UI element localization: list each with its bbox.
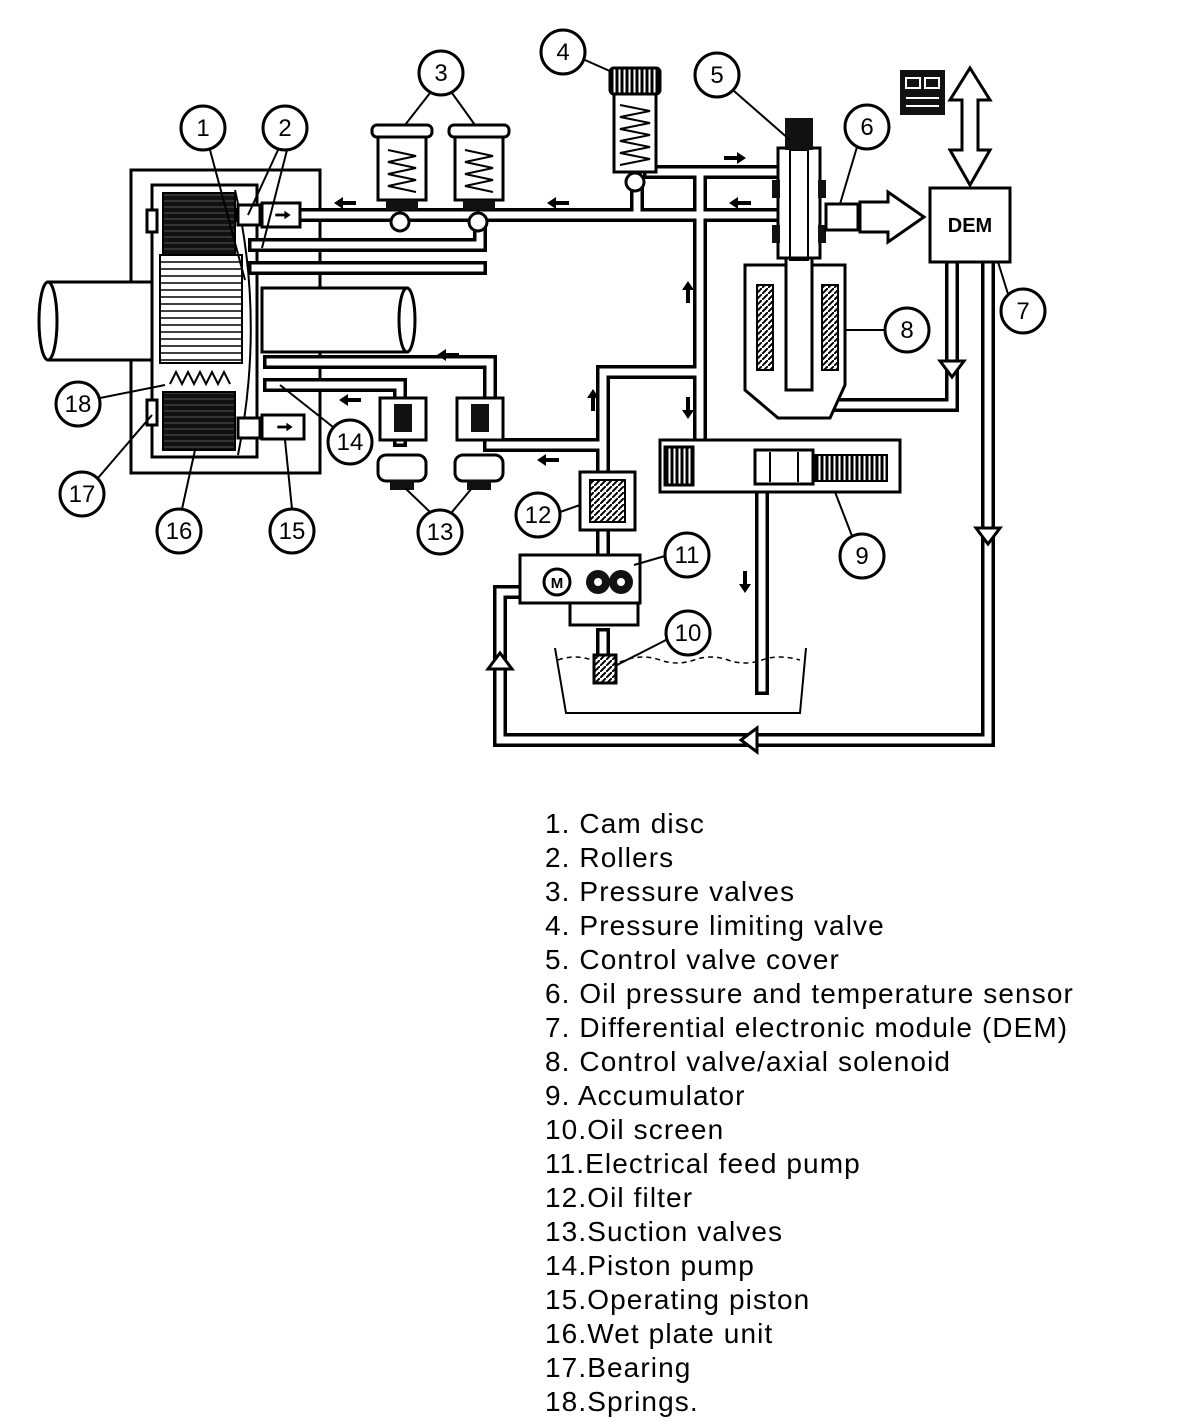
svg-text:18: 18	[65, 391, 92, 418]
oil-screen	[592, 653, 618, 685]
legend-item: 12.Oil filter	[545, 1182, 694, 1213]
callout-16: 16	[155, 507, 203, 555]
callout-13: 13	[416, 508, 464, 556]
callout-17: 17	[58, 470, 106, 518]
callout-5: 5	[693, 51, 741, 99]
legend-item: 16.Wet plate unit	[545, 1318, 774, 1349]
svg-text:12: 12	[525, 502, 552, 529]
legend-item: 8. Control valve/axial solenoid	[545, 1046, 952, 1077]
callout-2: 2	[261, 104, 309, 152]
input-shaft	[37, 280, 154, 362]
svg-text:16: 16	[166, 518, 193, 545]
svg-text:9: 9	[855, 543, 868, 570]
flow-arrow	[682, 397, 694, 419]
callout-15: 15	[268, 507, 316, 555]
pressure-valve-1	[370, 123, 434, 233]
legend: 1. Cam disc 2. Rollers 3. Pressure valve…	[545, 807, 1185, 1419]
callouts: 1 2 3 4 5 6 7 8 9 10 11 12 13 14 15 16 1…	[54, 28, 1047, 657]
flow-arrow	[724, 152, 746, 164]
legend-item: 15.Operating piston	[545, 1284, 811, 1315]
svg-text:17: 17	[69, 481, 96, 508]
flow-arrow	[537, 454, 559, 466]
callout-14: 14	[326, 418, 374, 466]
legend-item: 6. Oil pressure and temperature sensor	[545, 978, 1074, 1009]
legend-item: 11.Electrical feed pump	[545, 1148, 861, 1179]
callout-18: 18	[54, 380, 102, 428]
callout-1: 1	[179, 104, 227, 152]
callout-12: 12	[514, 491, 562, 539]
callout-10: 10	[664, 609, 712, 657]
dem-signal-arrow	[947, 65, 993, 189]
oil-filter	[578, 470, 637, 532]
oil-pressure-temperature-sensor	[824, 189, 927, 245]
callout-3: 3	[417, 49, 465, 97]
flow-arrow	[938, 359, 966, 379]
flow-arrow	[682, 281, 694, 303]
callout-9: 9	[838, 532, 886, 580]
suction-valve-1	[376, 396, 428, 490]
flow-arrow	[974, 526, 1002, 546]
legend-item: 10.Oil screen	[545, 1114, 725, 1145]
bearing	[145, 208, 159, 427]
cam-disc	[159, 189, 252, 456]
svg-text:6: 6	[860, 114, 873, 141]
control-valve-cover	[772, 118, 826, 261]
svg-text:5: 5	[710, 62, 723, 89]
legend-item: 7. Differential electronic module (DEM)	[545, 1012, 1069, 1043]
motor-label: M	[551, 575, 564, 592]
callout-8: 8	[883, 306, 931, 354]
motor-icon	[542, 567, 572, 597]
svg-text:1: 1	[196, 115, 209, 142]
legend-item: 9. Accumulator	[545, 1080, 746, 1111]
svg-text:10: 10	[675, 620, 702, 647]
flow-arrow	[729, 197, 751, 209]
svg-text:15: 15	[279, 518, 306, 545]
callout-4: 4	[539, 28, 587, 76]
legend-item: 5. Control valve cover	[545, 944, 840, 975]
legend-item: 2. Rollers	[545, 842, 675, 873]
output-shaft	[260, 286, 417, 354]
legend-item: 14.Piston pump	[545, 1250, 755, 1281]
legend-item: 1. Cam disc	[545, 808, 705, 839]
svg-text:4: 4	[556, 39, 569, 66]
svg-text:8: 8	[900, 317, 913, 344]
flow-arrow	[547, 197, 569, 209]
axial-solenoid	[743, 248, 847, 420]
legend-item: 4. Pressure limiting valve	[545, 910, 885, 941]
electrical-feed-pump: M	[518, 553, 642, 627]
dem-module: DEM	[928, 186, 1012, 264]
operating-piston	[260, 413, 306, 441]
flow-arrow	[739, 726, 759, 754]
flow-arrow	[334, 197, 356, 209]
flow-arrow	[339, 394, 361, 406]
flow-arrow	[486, 651, 514, 671]
suction-valve-2	[453, 396, 505, 490]
svg-text:14: 14	[337, 429, 364, 456]
svg-text:7: 7	[1016, 298, 1029, 325]
svg-text:13: 13	[427, 519, 454, 546]
legend-item: 3. Pressure valves	[545, 876, 796, 907]
legend-item: 17.Bearing	[545, 1352, 692, 1383]
legend-item: 13.Suction valves	[545, 1216, 784, 1247]
leader-lines	[97, 59, 1009, 666]
legend-item: 18.Springs.	[545, 1386, 699, 1417]
accumulator	[658, 438, 902, 494]
springs	[169, 369, 231, 387]
pressure-valve-2	[447, 123, 511, 233]
dem-label: DEM	[948, 215, 992, 237]
svg-text:3: 3	[434, 60, 447, 87]
flow-arrow	[739, 571, 751, 593]
svg-text:11: 11	[675, 542, 700, 569]
callout-7: 7	[999, 287, 1047, 335]
hydraulic-diagram: DEM M	[37, 28, 1047, 754]
svg-text:2: 2	[278, 115, 291, 142]
connector-icon	[900, 70, 945, 115]
callout-6: 6	[843, 103, 891, 151]
callout-11: 11	[663, 531, 711, 579]
pressure-limiting-valve	[608, 66, 662, 193]
